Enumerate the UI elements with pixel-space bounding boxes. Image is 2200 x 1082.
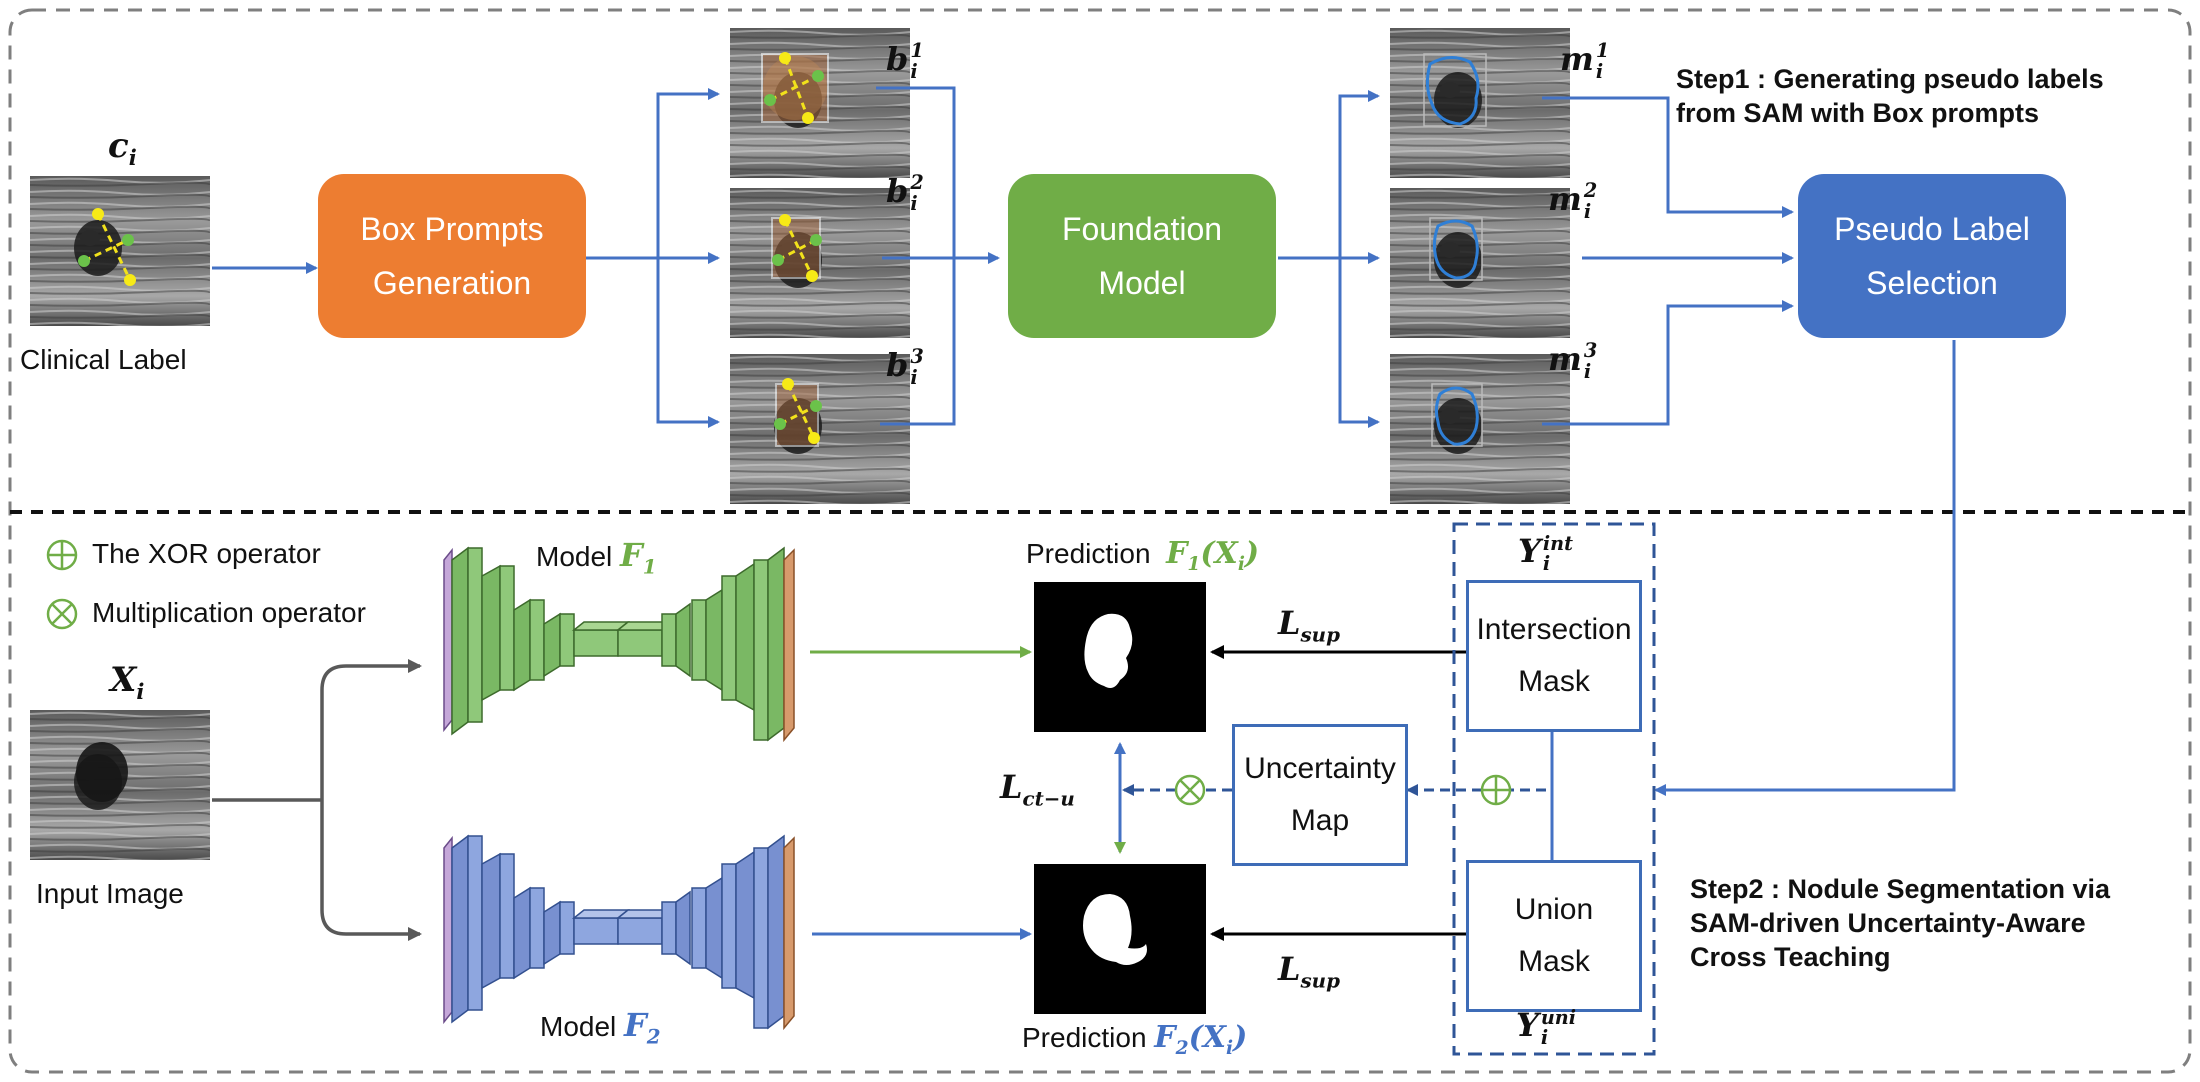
xor-symbol [1480,774,1512,806]
step2-title: Step2 : Nodule Segmentation via SAM-driv… [1690,872,2110,974]
union-line1: Union [1514,893,1594,926]
foundation-line1: Foundation [1061,211,1223,247]
prediction-2-label: Prediction F2(Xi) [1022,1020,1248,1059]
step2-title-line2: SAM-driven Uncertainty-Aware [1690,908,2086,938]
intersection-line1: Intersection [1476,613,1632,646]
c-symbol: c [108,126,129,166]
c-sub: i [128,144,137,170]
masks-container [1452,522,1656,1056]
uncertainty-map-box: Uncertainty Map [1232,724,1408,866]
box-prompts-line1: Box Prompts [360,211,544,247]
box-prompt-image-3 [730,354,910,504]
legend-xor-icon [46,539,78,571]
l-ct-u: Lct−u [1000,768,1075,811]
legend-multiplication-icon [46,598,78,630]
input-split-arrows [212,659,422,941]
step1-title: Step1 : Generating pseudo labels from SA… [1676,62,2104,130]
legend-xor-text: The XOR operator [92,538,321,569]
box-prompts-generation: Box Prompts Generation [318,174,586,338]
prediction-1-label: Prediction F1(Xi) [1026,536,1260,575]
box-prompts-line2: Generation [372,265,532,301]
box-prompt-image-2 [730,188,910,338]
step2-title-line3: Cross Teaching [1690,942,1891,972]
intersection-mask-box: Intersection Mask [1466,580,1642,732]
step1-title-line2: from SAM with Box prompts [1676,98,2039,128]
prediction-1-mask [1034,582,1206,732]
uncertainty-line2: Map [1290,804,1350,837]
mask-image-3 [1390,354,1570,504]
pseudo-line1: Pseudo Label [1834,211,2030,247]
l-sup-bottom: Lsup [1278,950,1340,993]
step1-arrows [212,86,1956,796]
model-f1-network [443,546,795,743]
intersection-line2: Mask [1518,665,1590,698]
box-prompt-image-1 [730,28,910,178]
multiplication-symbol [1174,774,1206,806]
model-f2-network [443,834,795,1031]
input-image [30,710,210,860]
mask-image-2 [1390,188,1570,338]
input-image-label: Input Image [36,878,184,909]
x-i-symbol: Xi [110,660,145,704]
union-mask-box: Union Mask [1466,860,1642,1012]
c-i-symbol: ci [108,126,137,170]
pseudo-line2: Selection [1866,265,1998,301]
union-line2: Mask [1518,945,1590,978]
step2-title-line1: Step2 : Nodule Segmentation via [1690,874,2111,904]
foundation-model: Foundation Model [1008,174,1276,338]
legend-mult-text: Multiplication operator [92,597,366,628]
model-f2-symbol: F2 [624,1006,661,1049]
clinical-image [30,176,210,326]
model-f1-label: Model F1 [536,536,657,579]
pseudo-label-selection: Pseudo Label Selection [1798,174,2066,338]
model-f1-symbol: F1 [620,536,657,579]
uncertainty-line1: Uncertainty [1244,752,1396,785]
outer-frame [8,8,2192,1074]
foundation-line2: Model [1098,265,1186,301]
mask-image-1 [1390,28,1570,178]
clinical-label-text: Clinical Label [20,344,187,375]
prediction-2-mask [1034,864,1206,1014]
step1-title-line1: Step1 : Generating pseudo labels [1676,64,2104,94]
model-f2-label: Model F2 [540,1006,661,1049]
l-sup-top: Lsup [1278,604,1340,647]
